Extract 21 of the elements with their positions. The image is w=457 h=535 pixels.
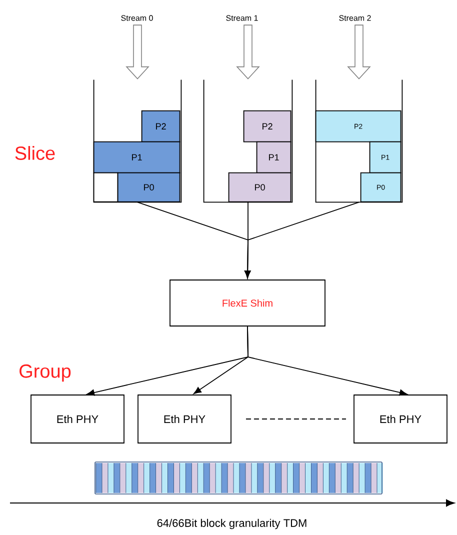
packet-box: P2 bbox=[141, 110, 180, 142]
arrow bbox=[244, 202, 360, 278]
empty-slot-box bbox=[93, 172, 118, 202]
hollow-arrow bbox=[347, 24, 371, 80]
shim-box: FlexE Shim bbox=[170, 280, 326, 326]
packet-box: P0 bbox=[117, 172, 180, 202]
section-label: Slice bbox=[15, 146, 55, 160]
phy-box: Eth PHY bbox=[30, 394, 124, 444]
packet-box: P0 bbox=[228, 172, 292, 202]
hollow-arrow bbox=[126, 24, 150, 80]
phy-box: Eth PHY bbox=[354, 394, 448, 444]
packet-box: P2 bbox=[243, 110, 292, 142]
arrow bbox=[247, 326, 408, 396]
stream-label: Stream 0 bbox=[121, 15, 153, 21]
section-label: Group bbox=[20, 364, 71, 382]
stream-label: Stream 1 bbox=[226, 15, 258, 21]
axis-label: 64/66Bit block granularity TDM bbox=[157, 518, 306, 530]
hollow-arrow bbox=[236, 24, 260, 80]
stream-label: Stream 2 bbox=[339, 15, 371, 21]
phy-box: Eth PHY bbox=[138, 394, 232, 444]
packet-box: P1 bbox=[256, 141, 292, 174]
